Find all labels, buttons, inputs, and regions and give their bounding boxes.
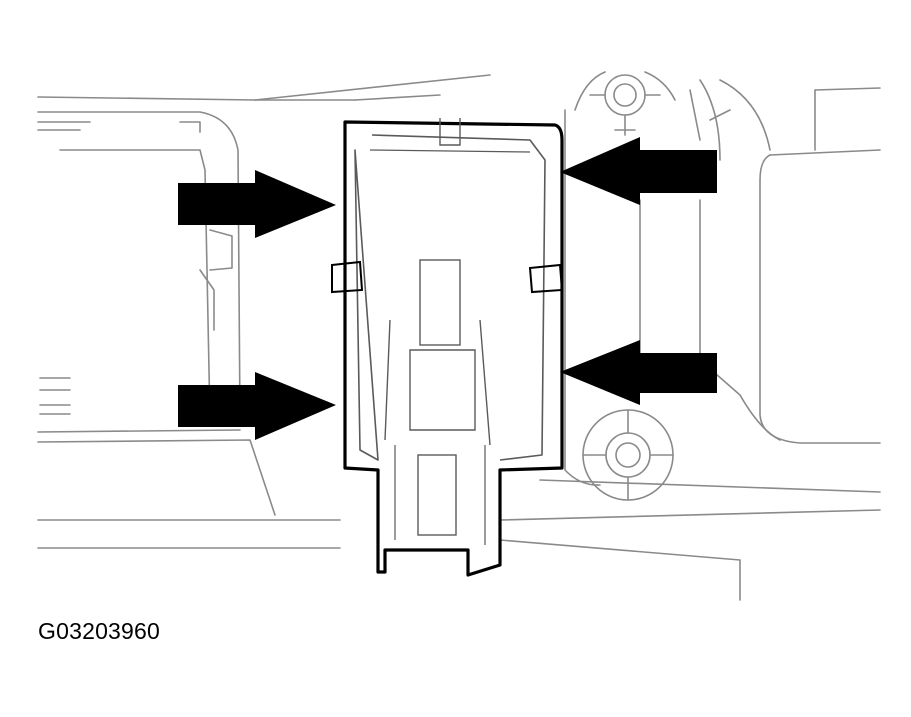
electronic-module (331, 118, 564, 577)
indicator-arrows (178, 137, 717, 440)
figure-code: G03203960 (38, 618, 161, 644)
left-upper-arrow-icon (178, 170, 336, 238)
right-upper-arrow-icon (560, 137, 717, 205)
right-lower-arrow-icon (560, 340, 717, 405)
left-lower-arrow-icon (178, 372, 336, 440)
surrounding-structure (37, 71, 881, 601)
module-removal-diagram (37, 71, 881, 601)
